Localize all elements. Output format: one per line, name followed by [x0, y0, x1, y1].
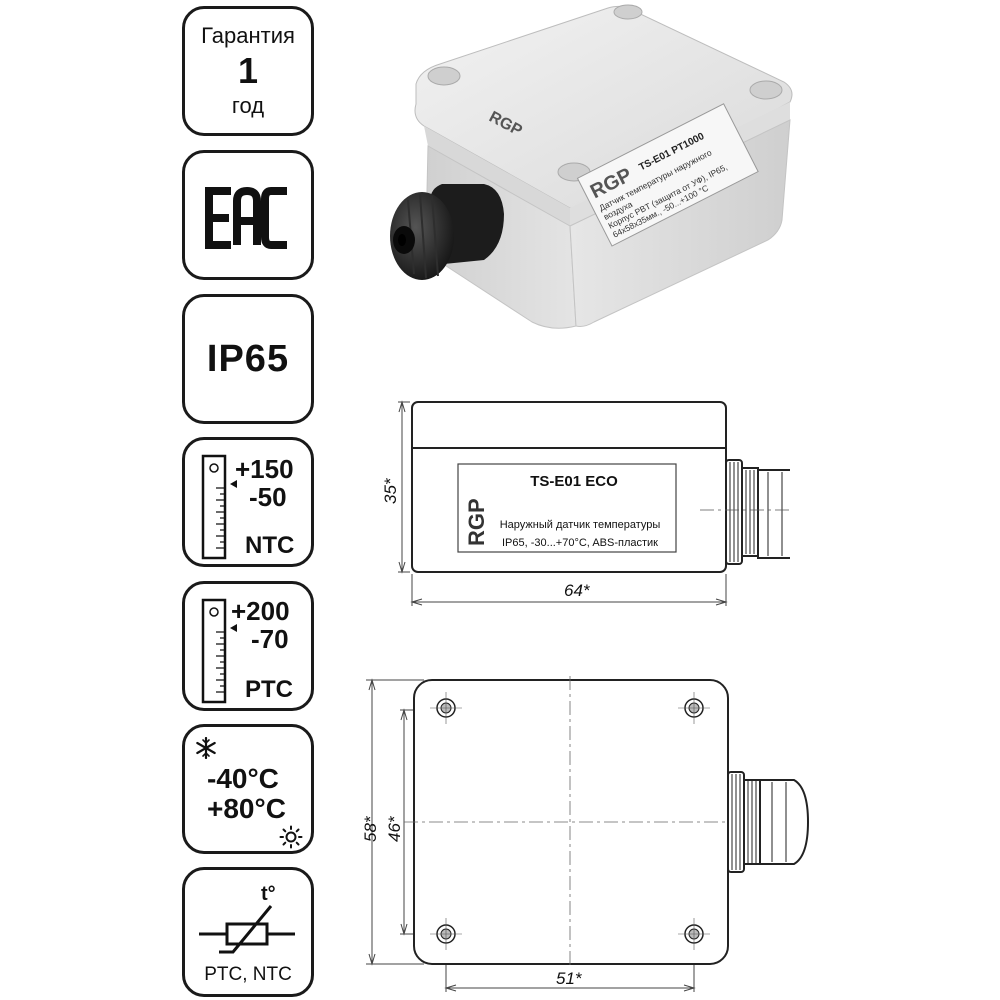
thermometer-scale-icon — [201, 454, 237, 560]
product-housing-render: RGP RGP TS-E01 PT1000 Датчик температуры… — [390, 4, 793, 329]
warranty-badge: Гарантия 1 год — [182, 6, 314, 136]
sensor-type-label: PTC, NTC — [204, 964, 292, 985]
ip65-badge: IP65 — [182, 294, 314, 424]
dim-hole-spacing-horizontal: 51* — [556, 969, 583, 988]
ptc-min: -70 — [251, 624, 289, 654]
drawing-model: TS-E01 ECO — [530, 473, 618, 490]
ptc-range-badge: +200 -70 PTC — [182, 581, 314, 711]
ntc-min: -50 — [249, 482, 287, 512]
eac-badge — [182, 150, 314, 280]
dim-height: 35* — [381, 477, 400, 504]
side-view-drawing: RGP TS-E01 ECO Наружный датчик температу… — [381, 400, 790, 606]
top-view-drawing: 58* 46* 51* — [361, 676, 810, 992]
operating-min: -40°C — [207, 763, 279, 794]
dim-length: 64* — [564, 581, 591, 600]
operating-temp-badge: -40°C +80°C — [182, 724, 314, 854]
operating-max: +80°C — [207, 793, 286, 824]
cable-gland-icon — [390, 184, 504, 280]
snowflake-icon — [196, 737, 216, 759]
ntc-type: NTC — [245, 532, 295, 559]
temperature-symbol: t° — [261, 883, 276, 905]
sun-icon — [279, 825, 303, 849]
warranty-label: Гарантия — [201, 23, 295, 48]
drawing-brand: RGP — [464, 498, 489, 546]
eac-mark-icon — [205, 186, 287, 249]
drawing-specs: IP65, -30...+70°C, ABS-пластик — [502, 537, 658, 549]
ptc-type: PTC — [245, 676, 293, 703]
ntc-max: +150 — [235, 454, 294, 484]
ip-rating: IP65 — [206, 337, 290, 380]
sensor-type-badge: t° PTC, NTC — [182, 867, 314, 997]
side-label — [457, 463, 677, 553]
warranty-unit: год — [231, 93, 265, 118]
ptc-max: +200 — [231, 596, 290, 626]
product-label — [576, 103, 759, 247]
dim-hole-spacing-vertical: 46* — [385, 815, 404, 842]
thermometer-scale-icon — [201, 598, 237, 704]
ntc-range-badge: +150 -50 NTC — [182, 437, 314, 567]
drawing-description: Наружный датчик температуры — [500, 519, 661, 531]
warranty-years: 1 — [237, 50, 259, 91]
dim-depth: 58* — [361, 815, 380, 842]
thermistor-symbol-icon: t° — [199, 883, 295, 954]
